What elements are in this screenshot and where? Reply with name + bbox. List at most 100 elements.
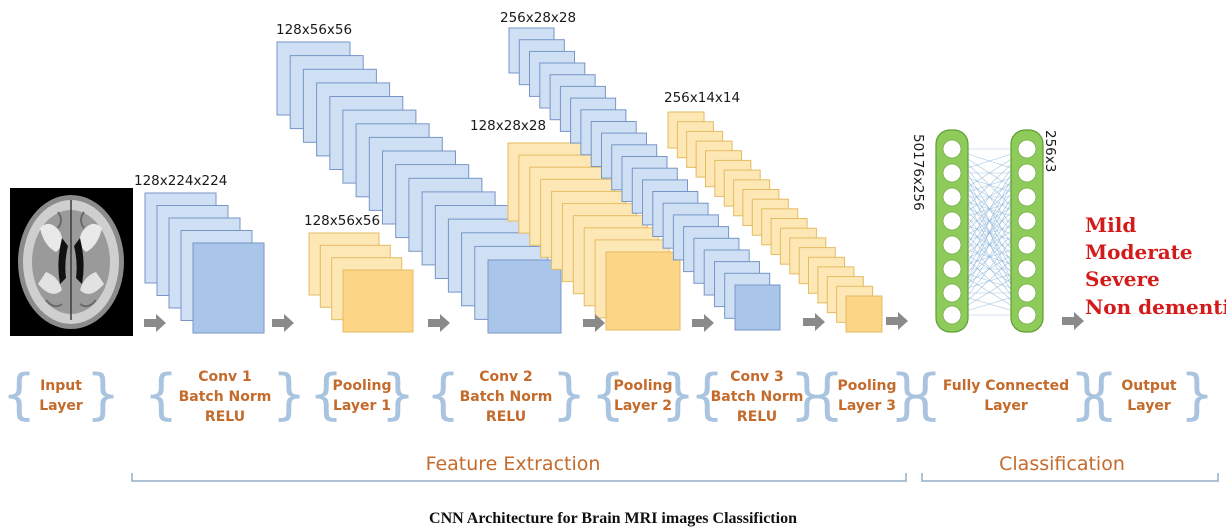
class-mild: Mild [1085,213,1136,237]
classification-bracket [921,473,1219,482]
diagram-caption: CNN Architecture for Brain MRI images Cl… [429,510,797,527]
fc-input-node [942,259,962,279]
left-brace: { [1084,363,1118,426]
right-brace: } [1070,363,1104,426]
layer-stacks [144,27,883,334]
layer-label-line: RELU [486,409,526,425]
conv3-stack [508,27,781,331]
conv3-input-dims: 256x28x28 [500,10,576,26]
pool2-dims: 128x28x28 [470,118,546,134]
fc-output-node [1017,139,1037,159]
fc-output-node [1017,187,1037,207]
feature-extraction-label: Feature Extraction [426,453,601,475]
conv2-input-dims: 128x56x56 [276,22,352,38]
fc-input-node [942,283,962,303]
feature-extraction-bracket [131,473,907,482]
left-brace: { [2,363,36,426]
layer-label-line: Input [40,378,82,394]
fc-output-node [1017,235,1037,255]
right-brace: } [381,363,415,426]
layer-label-line: Layer 2 [614,398,672,414]
fc-input-node [942,163,962,183]
pool2-stack [507,142,681,331]
fc-output-node [1017,283,1037,303]
fc-input-node [942,187,962,207]
layer-label-line: Batch Norm [179,389,272,405]
flow-arrow-icon [886,312,908,330]
flow-arrow-icon [803,313,825,331]
conv2-stack [276,41,562,334]
layer-label-line: Layer 1 [333,398,391,414]
left-brace: { [144,363,178,426]
fc-input-node [942,211,962,231]
right-brace: } [272,363,306,426]
layer-label-line: RELU [205,409,245,425]
fc-output-dims: 256x3 [1042,130,1058,172]
flow-arrow-icon [692,314,714,332]
feature-map-front [845,295,883,333]
pool1-stack [308,232,414,333]
fc-input-column [935,129,969,333]
left-brace: { [810,363,844,426]
layer-label-line: Fully Connected [943,378,1069,394]
fc-nodes [942,139,1037,325]
right-brace: } [1180,363,1214,426]
right-brace: } [890,363,924,426]
class-non-dementia: Non dementia [1085,295,1226,319]
flow-arrow-icon [272,314,294,332]
left-brace: { [309,363,343,426]
layer-label-line: Conv 3 [730,369,784,385]
pool3-stack [667,111,883,333]
layer-label-line: Batch Norm [711,389,804,405]
pool3-dims: 256x14x14 [664,90,740,106]
layer-label-line: Conv 2 [479,369,533,385]
flow-arrow-icon [144,314,166,332]
fc-input-node [942,139,962,159]
layer-label-line: Batch Norm [460,389,553,405]
flow-arrow-icon [428,314,450,332]
feature-map-front [192,242,265,334]
layer-label-line: Pooling [837,378,896,394]
classification-label: Classification [999,453,1125,475]
layer-label-line: Layer [1127,398,1171,414]
feature-map-front [605,251,681,331]
pool1-dims: 128x56x56 [304,213,380,229]
left-brace: { [908,363,942,426]
layer-label-line: Output [1121,378,1177,394]
left-brace: { [426,363,460,426]
layer-label-line: Layer [984,398,1028,414]
layer-label-line: Layer 3 [838,398,896,414]
flow-arrow-icon [1062,312,1084,330]
right-brace: } [86,363,120,426]
fc-input-dims: 50176x256 [910,134,926,211]
class-moderate: Moderate [1085,240,1193,264]
right-brace: } [790,363,824,426]
class-severe: Severe [1085,267,1160,291]
right-brace: } [661,363,695,426]
fc-output-node [1017,211,1037,231]
conv1-stack [144,192,265,334]
output-classes: Mild Moderate Severe Non dementia [1085,213,1226,319]
layer-label-line: RELU [737,409,777,425]
conv1-dims: 128x224x224 [134,173,227,189]
fc-input-node [942,235,962,255]
flow-arrow-icon [583,314,605,332]
feature-map-front [342,269,414,333]
fc-output-node [1017,259,1037,279]
flow-arrows [144,312,1084,332]
brain-mri-image [10,188,133,336]
feature-map-front [734,284,781,331]
layer-label-line: Conv 1 [198,369,252,385]
feature-map-front [487,259,562,334]
left-brace: { [591,363,625,426]
layer-label-line: Layer [39,398,83,414]
fc-input-node [942,305,962,325]
